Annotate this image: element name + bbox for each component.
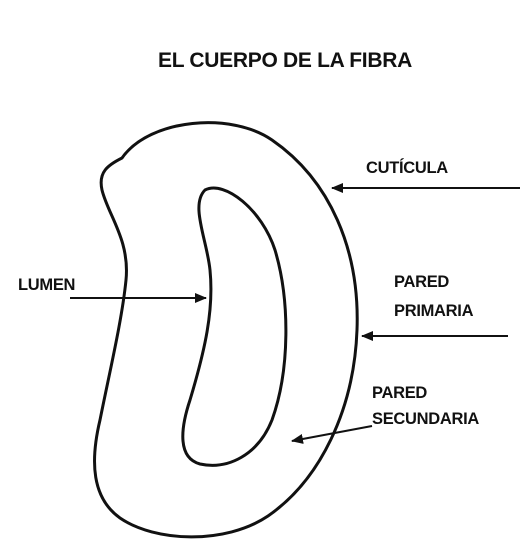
fiber-outer-outline <box>93 121 359 539</box>
pared-secundaria-label-line1: PARED <box>372 384 427 402</box>
diagram-title: EL CUERPO DE LA FIBRA <box>158 49 412 72</box>
lumen-label: LUMEN <box>18 276 75 294</box>
pared-secundaria-label-line2: SECUNDARIA <box>372 410 479 428</box>
pared-primaria-label-line2: PRIMARIA <box>394 302 474 320</box>
cuticula-label: CUTÍCULA <box>366 158 448 177</box>
pared-secundaria-arrow <box>291 425 373 444</box>
pared-primaria-label-line1: PARED <box>394 273 449 291</box>
lumen-outline <box>181 186 288 467</box>
